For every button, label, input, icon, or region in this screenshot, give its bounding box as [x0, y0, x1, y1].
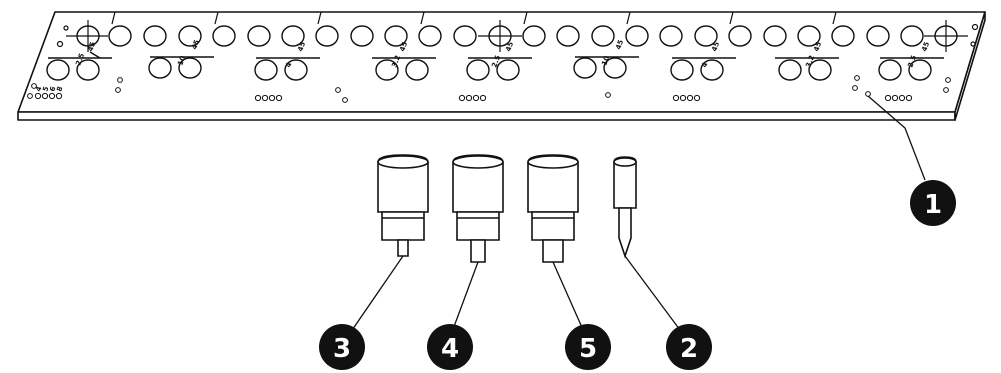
size-label: 4: [700, 61, 709, 68]
leader-3: [347, 255, 404, 337]
angle-label: 45: [398, 41, 409, 53]
pin-shaft: [618, 207, 632, 259]
guide-tip: [542, 239, 564, 263]
size-label: 4: [284, 61, 293, 68]
angle-label: 45: [710, 41, 721, 53]
guide-tip: [470, 239, 486, 263]
svg-text:5: 5: [579, 334, 597, 364]
guide-collar: [456, 211, 500, 241]
strip-small-hole-clusters: [27, 75, 951, 103]
callout-3: 3: [319, 324, 365, 370]
angle-label: 45: [812, 41, 823, 53]
drill-guide-large: [527, 154, 579, 263]
crosshair-center: [478, 20, 522, 52]
number-label: 6: [48, 85, 57, 92]
strip-front-face: [17, 111, 956, 121]
angle-label: 45: [920, 41, 931, 53]
guide-tip: [397, 239, 409, 257]
callout-5: 5: [565, 324, 611, 370]
number-label: 8: [55, 85, 64, 92]
guide-top: [377, 155, 429, 169]
leader-4: [451, 261, 479, 333]
leader-lines: [347, 95, 926, 337]
svg-text:3: 3: [333, 334, 351, 364]
angle-label: 45: [86, 41, 97, 53]
pin-pointed: [613, 156, 637, 259]
angle-label: 45: [614, 39, 625, 51]
guide-collar: [381, 211, 425, 241]
svg-text:4: 4: [441, 334, 459, 364]
drill-guide-medium: [452, 154, 504, 263]
crosshair-right: [924, 20, 979, 52]
angle-label: 45: [296, 41, 307, 53]
guide-top: [452, 155, 504, 169]
guide-collar: [531, 211, 575, 241]
template-strip: [17, 11, 986, 121]
size-label: 2.5: [906, 54, 918, 69]
strip-lower-hole-pairs: [46, 51, 944, 81]
size-label: 3.2: [804, 54, 816, 69]
number-label: 5: [41, 85, 50, 92]
callout-1: 1: [910, 180, 956, 226]
callout-2: 2: [666, 324, 712, 370]
size-label: 10: [600, 55, 611, 67]
size-label: 2.5: [74, 52, 86, 67]
leader-2: [624, 255, 681, 331]
size-label: 3.2: [390, 54, 402, 69]
angle-label: 45: [504, 41, 515, 53]
leader-1: [867, 95, 926, 181]
size-label: 2.5: [490, 54, 502, 69]
leader-5: [552, 261, 585, 333]
callout-4: 4: [427, 324, 473, 370]
guide-top: [527, 155, 579, 169]
strip-engraving: 2.5 10 4 3.2 2.5 10 4 3.2 2.5 45 45 45 4…: [34, 39, 931, 93]
drill-guide-small: [377, 154, 429, 257]
crosshair-left: [56, 20, 108, 52]
svg-text:2: 2: [680, 334, 698, 364]
number-label: 4: [34, 85, 43, 92]
angle-label: 45: [190, 39, 201, 51]
svg-text:1: 1: [924, 190, 942, 220]
strip-divider-ticks: [111, 11, 837, 25]
size-label: 10: [176, 55, 187, 67]
